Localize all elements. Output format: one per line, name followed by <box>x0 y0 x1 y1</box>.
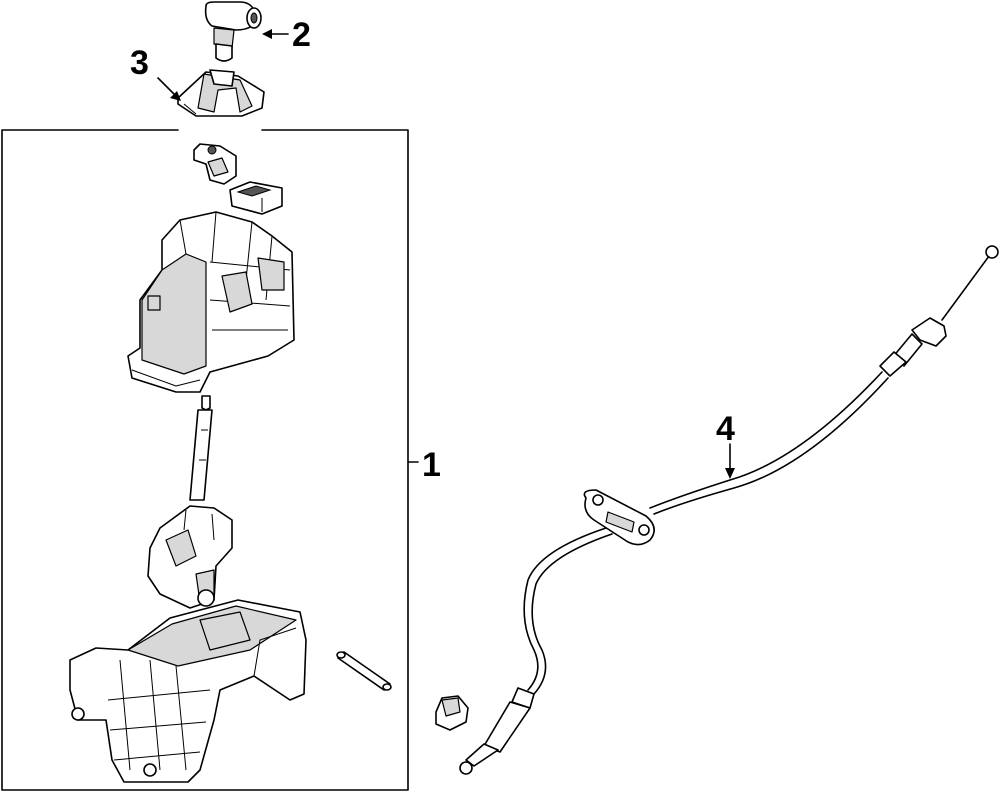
connector-clip <box>229 181 283 215</box>
shift-lever-assembly <box>147 395 233 609</box>
shift-cable-part <box>459 245 999 775</box>
shift-knob-part <box>204 1 262 62</box>
callout-3: 3 <box>130 44 149 82</box>
leader-arrows <box>157 29 735 479</box>
callout-2: 2 <box>292 16 311 54</box>
shifter-housing <box>127 211 295 393</box>
cable-bushing <box>435 695 469 731</box>
pivot-pin <box>336 651 392 691</box>
shift-bezel-part <box>177 69 265 117</box>
shifter-base-bracket <box>69 599 307 783</box>
callout-4: 4 <box>716 410 735 448</box>
detent-clip <box>193 143 237 185</box>
callout-1: 1 <box>422 446 441 484</box>
assembly-frame <box>1 129 419 791</box>
